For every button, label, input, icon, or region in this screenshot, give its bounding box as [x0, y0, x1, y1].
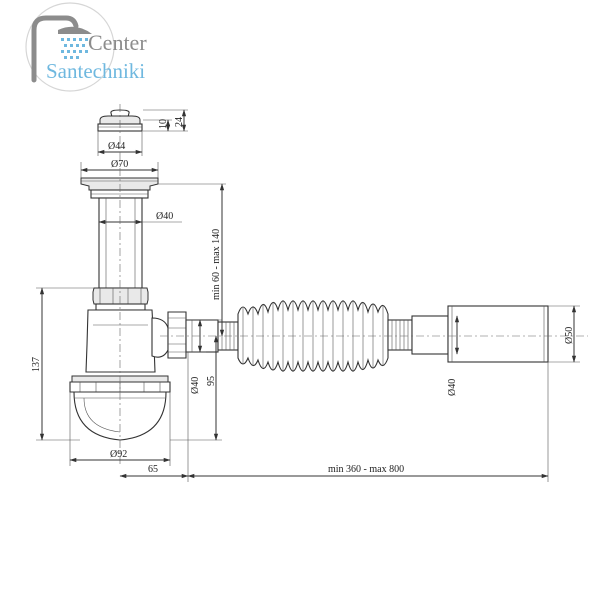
total-height-group: 137: [31, 287, 94, 441]
dim-d40-outlet: Ø40: [190, 377, 201, 394]
dim-d70: Ø70: [111, 159, 128, 170]
dim-d40-hose: Ø40: [447, 379, 458, 396]
end-sleeve: [411, 305, 549, 363]
outlet-nut: [167, 311, 219, 359]
dim-w65: 65: [148, 464, 158, 475]
vertical-pipe: [98, 197, 143, 289]
logo-line1: Center: [88, 30, 147, 55]
dim-h137: 137: [31, 357, 42, 372]
dim-d40-pipe: Ø40: [156, 211, 173, 222]
bottom-length-dims: 65 min 360 - max 800: [119, 352, 549, 482]
logo-ring: [25, 2, 115, 92]
strainer-flange: [80, 177, 159, 199]
corrugated-hose: [217, 300, 413, 372]
dim-length-range: min 360 - max 800: [328, 464, 404, 475]
center-lines: [119, 104, 588, 464]
dim-d92: Ø92: [110, 449, 127, 460]
plug-height-dims: 10 24: [143, 109, 188, 132]
height-range-group: min 60 - max 140: [158, 183, 226, 337]
dim-d44: Ø44: [108, 141, 125, 152]
dim-h95: 95: [206, 376, 217, 386]
dim-h24: 24: [174, 117, 185, 127]
logo-line2: Santechniki: [46, 59, 145, 83]
dim-d70-group: Ø70: [80, 159, 159, 178]
sleeve-dims: Ø40 Ø50: [447, 305, 580, 396]
dim-h10: 10: [158, 119, 169, 129]
dim-d50: Ø50: [564, 327, 575, 344]
dim-d92-group: Ø92: [69, 392, 171, 466]
shower-icon: [31, 15, 92, 83]
dim-d40-pipe-group: Ø40: [98, 211, 182, 225]
dim-height-range: min 60 - max 140: [211, 229, 222, 300]
brand-logo: Center Santechniki: [25, 2, 147, 92]
coupling-nut-top: [92, 287, 149, 311]
